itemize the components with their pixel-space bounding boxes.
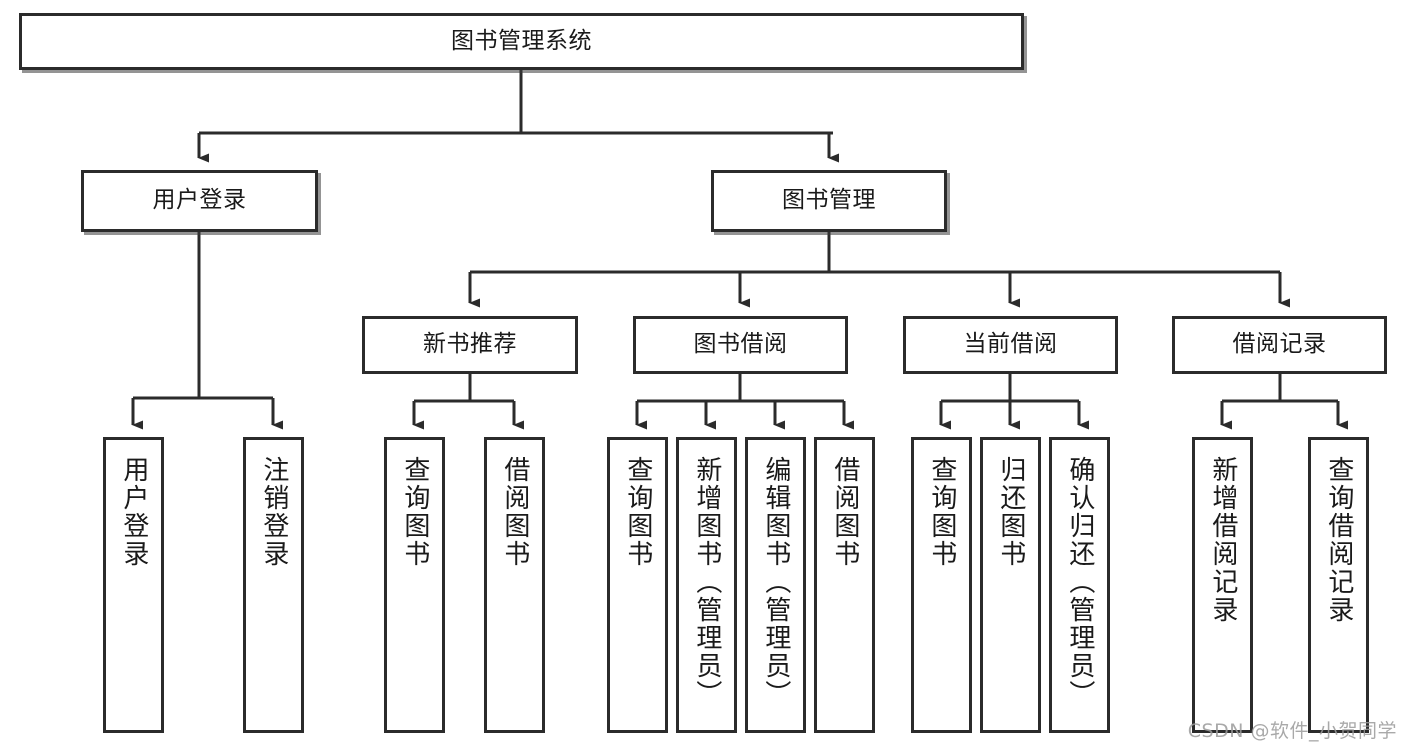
leaf-edit-book-admin[interactable]: 编辑图书（管理员）: [745, 437, 806, 733]
leaf-add-book-admin[interactable]: 新增图书（管理员）: [676, 437, 737, 733]
leaf-edit-book-admin-label: 编辑图书（管理员）: [760, 456, 791, 708]
node-new-book-recommend-label: 新书推荐: [423, 331, 517, 358]
node-root-label: 图书管理系统: [451, 27, 592, 54]
node-current-borrow[interactable]: 当前借阅: [903, 316, 1118, 374]
leaf-logout-label: 注销登录: [258, 456, 289, 568]
node-book-borrow[interactable]: 图书借阅: [633, 316, 848, 374]
leaf-query-book-borrow[interactable]: 查询图书: [607, 437, 668, 733]
leaf-query-book-newbook-label: 查询图书: [399, 456, 430, 568]
node-current-borrow-label: 当前借阅: [963, 331, 1058, 358]
node-book-management-label: 图书管理: [782, 187, 876, 214]
leaf-query-borrow-record[interactable]: 查询借阅记录: [1308, 437, 1369, 733]
leaf-user-login-label: 用户登录: [118, 456, 149, 568]
leaf-query-borrow-record-label: 查询借阅记录: [1323, 456, 1354, 624]
node-root[interactable]: 图书管理系统: [19, 13, 1024, 70]
leaf-return-book[interactable]: 归还图书: [980, 437, 1041, 733]
node-user-login-label: 用户登录: [152, 187, 247, 214]
leaf-add-borrow-record[interactable]: 新增借阅记录: [1192, 437, 1253, 733]
node-borrow-records[interactable]: 借阅记录: [1172, 316, 1387, 374]
leaf-query-book-current[interactable]: 查询图书: [911, 437, 972, 733]
node-book-management[interactable]: 图书管理: [711, 170, 947, 232]
leaf-borrow-book-newbook[interactable]: 借阅图书: [484, 437, 545, 733]
leaf-borrow-book-label: 借阅图书: [829, 456, 860, 568]
leaf-confirm-return-admin-label: 确认归还（管理员）: [1064, 456, 1095, 708]
leaf-logout[interactable]: 注销登录: [243, 437, 304, 733]
leaf-user-login[interactable]: 用户登录: [103, 437, 164, 733]
leaf-add-book-admin-label: 新增图书（管理员）: [691, 456, 722, 708]
leaf-query-book-newbook[interactable]: 查询图书: [384, 437, 445, 733]
leaf-borrow-book[interactable]: 借阅图书: [814, 437, 875, 733]
node-borrow-records-label: 借阅记录: [1232, 331, 1327, 358]
node-book-borrow-label: 图书借阅: [693, 331, 788, 358]
leaf-return-book-label: 归还图书: [995, 456, 1026, 568]
leaf-borrow-book-newbook-label: 借阅图书: [499, 456, 530, 568]
node-user-login[interactable]: 用户登录: [81, 170, 318, 232]
leaf-query-book-borrow-label: 查询图书: [622, 456, 653, 568]
leaf-query-book-current-label: 查询图书: [926, 456, 957, 568]
node-new-book-recommend[interactable]: 新书推荐: [362, 316, 578, 374]
leaf-confirm-return-admin[interactable]: 确认归还（管理员）: [1049, 437, 1110, 733]
leaf-add-borrow-record-label: 新增借阅记录: [1207, 456, 1238, 624]
